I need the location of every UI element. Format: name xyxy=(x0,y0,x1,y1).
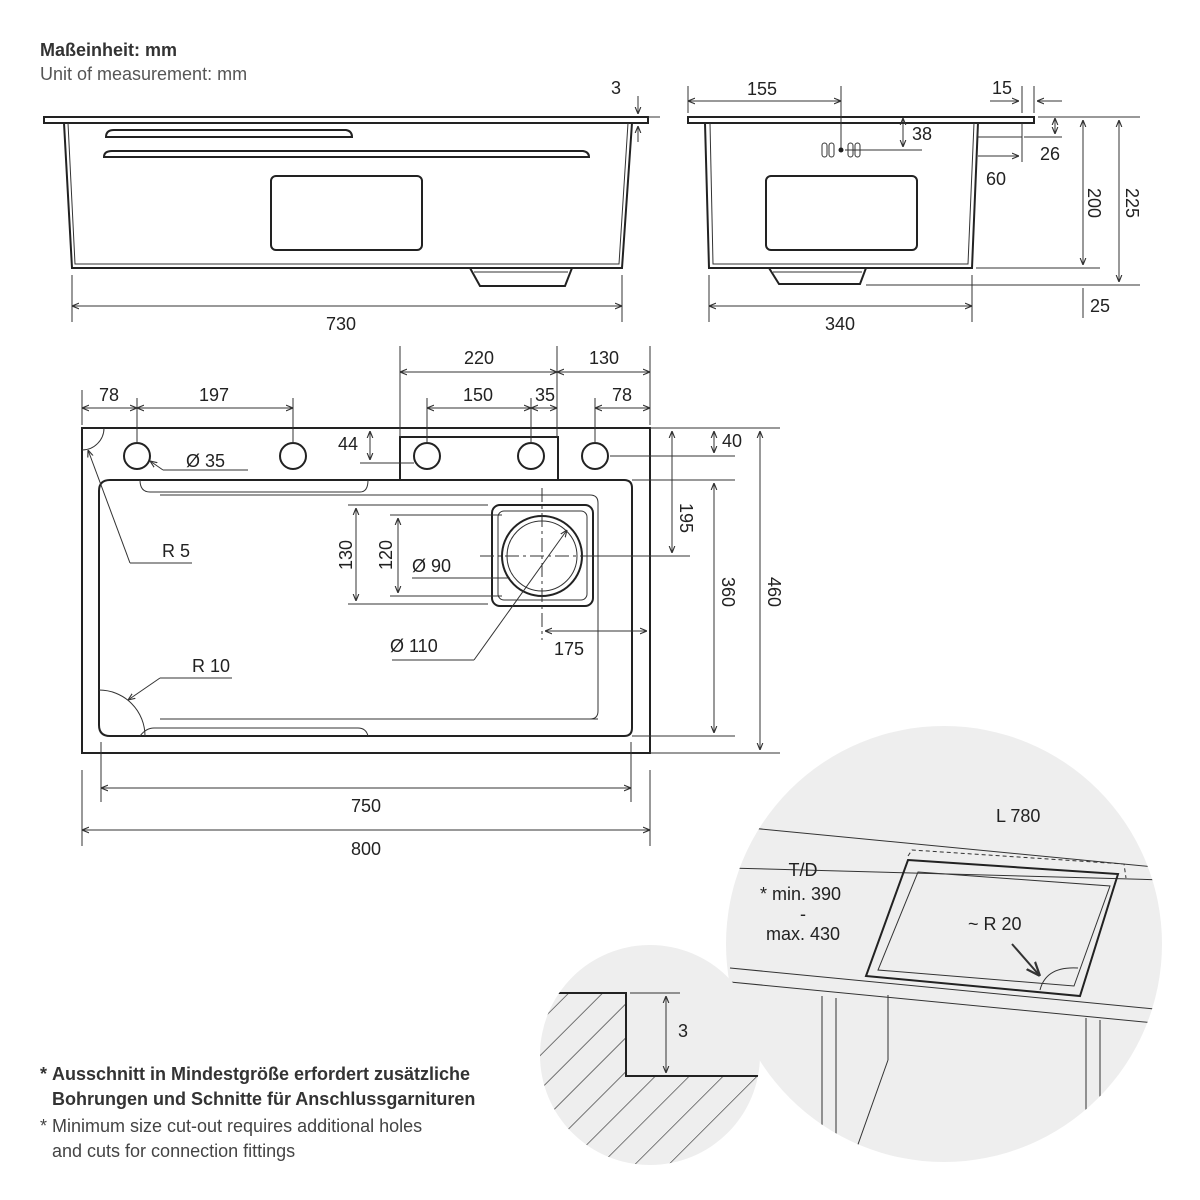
side-hole-height-label: 38 xyxy=(912,124,932,144)
install-dash-label: - xyxy=(800,904,806,924)
top-150-label: 150 xyxy=(463,385,493,405)
install-detail-bg xyxy=(726,726,1162,1162)
top-basket-120-label: 120 xyxy=(376,540,396,570)
install-min-label: min. 390 xyxy=(772,884,841,904)
side-step-depth-label: 60 xyxy=(986,169,1006,189)
top-r5-label: R 5 xyxy=(162,541,190,561)
side-drain xyxy=(768,267,867,285)
unit-title-de: Maßeinheit: mm xyxy=(40,40,178,60)
front-rail-lower xyxy=(102,150,591,158)
front-overflow xyxy=(270,175,423,251)
rim-step-profile xyxy=(540,992,760,1077)
front-rim-thickness-label: 3 xyxy=(611,78,621,98)
note-en-star: * xyxy=(40,1116,48,1136)
tap-hole-2 xyxy=(279,442,307,470)
top-tap-block xyxy=(399,436,559,481)
top-rail-upper xyxy=(139,479,369,493)
side-view: 155 15 38 26 60 200 225 25 340 xyxy=(687,78,1142,334)
note-en-line2: and cuts for connection fittings xyxy=(52,1141,296,1161)
top-197-label: 197 xyxy=(199,385,229,405)
tap-hole-1 xyxy=(123,442,151,470)
side-total-depth-label: 225 xyxy=(1122,188,1142,218)
side-step-height-label: 26 xyxy=(1040,144,1060,164)
top-drain-110-label: Ø 110 xyxy=(390,636,438,656)
install-td-label: T/D xyxy=(789,860,818,880)
top-view: 220 130 78 197 150 35 78 44 40 Ø 35 xyxy=(81,346,784,859)
tap-hole-4 xyxy=(517,442,545,470)
top-220-label: 220 xyxy=(464,348,494,368)
front-drain xyxy=(469,267,573,287)
front-bowl xyxy=(63,122,633,269)
unit-title-en: Unit of measurement: mm xyxy=(40,64,248,84)
side-rim xyxy=(687,116,1035,124)
tap-hole-3 xyxy=(413,442,441,470)
top-750-label: 750 xyxy=(351,796,381,816)
top-195-label: 195 xyxy=(676,503,696,533)
top-78-right-label: 78 xyxy=(612,385,632,405)
note-de-line2: Bohrungen und Schnitte für Anschlussgarn… xyxy=(52,1089,476,1109)
install-sink-outline xyxy=(864,858,1120,998)
note-en-line1: Minimum size cut-out requires additional… xyxy=(52,1116,423,1136)
note-de-star: * xyxy=(40,1064,48,1084)
top-460-label: 460 xyxy=(764,577,784,607)
top-35-label: 35 xyxy=(535,385,555,405)
top-40-label: 40 xyxy=(722,431,742,451)
side-rim-step-label: 15 xyxy=(992,78,1012,98)
note-german: *Ausschnitt in Mindestgröße erfordert zu… xyxy=(40,1062,475,1112)
top-360-label: 360 xyxy=(718,577,738,607)
top-rim-outline xyxy=(81,427,651,754)
side-bowl xyxy=(704,122,979,269)
top-rail-back xyxy=(139,727,369,737)
install-detail: L 780 T/D * min. 390 - max. 430 ~ R 20 xyxy=(726,726,1162,1162)
install-max-label: max. 430 xyxy=(766,924,840,944)
side-inner-depth-label: 200 xyxy=(1084,188,1104,218)
note-english: *Minimum size cut-out requires additiona… xyxy=(40,1114,422,1164)
install-min-star: * xyxy=(760,884,767,904)
top-drain-90-label: Ø 90 xyxy=(412,556,451,576)
front-view: 3 730 xyxy=(43,78,660,334)
install-radius-label: ~ R 20 xyxy=(968,914,1022,934)
rim-thickness-label: 3 xyxy=(678,1021,688,1041)
top-basket-130-label: 130 xyxy=(336,540,356,570)
tap-hole-5 xyxy=(581,442,609,470)
note-de-line1: Ausschnitt in Mindestgröße erfordert zus… xyxy=(52,1064,471,1084)
side-tap-offset-label: 155 xyxy=(747,79,777,99)
top-44-label: 44 xyxy=(338,434,358,454)
top-175-label: 175 xyxy=(554,639,584,659)
side-drain-depth-label: 25 xyxy=(1090,296,1110,316)
top-78-left-label: 78 xyxy=(99,385,119,405)
side-width-label: 340 xyxy=(825,314,855,334)
top-800-label: 800 xyxy=(351,839,381,859)
install-length-label: L 780 xyxy=(996,806,1040,826)
top-hole-dia-label: Ø 35 xyxy=(186,451,225,471)
side-overflow xyxy=(765,175,918,251)
top-bowl-outline xyxy=(98,479,633,737)
top-130-label: 130 xyxy=(589,348,619,368)
front-width-label: 730 xyxy=(326,314,356,334)
top-r10-label: R 10 xyxy=(192,656,230,676)
front-rim xyxy=(43,116,649,124)
front-rail-upper xyxy=(104,129,354,138)
